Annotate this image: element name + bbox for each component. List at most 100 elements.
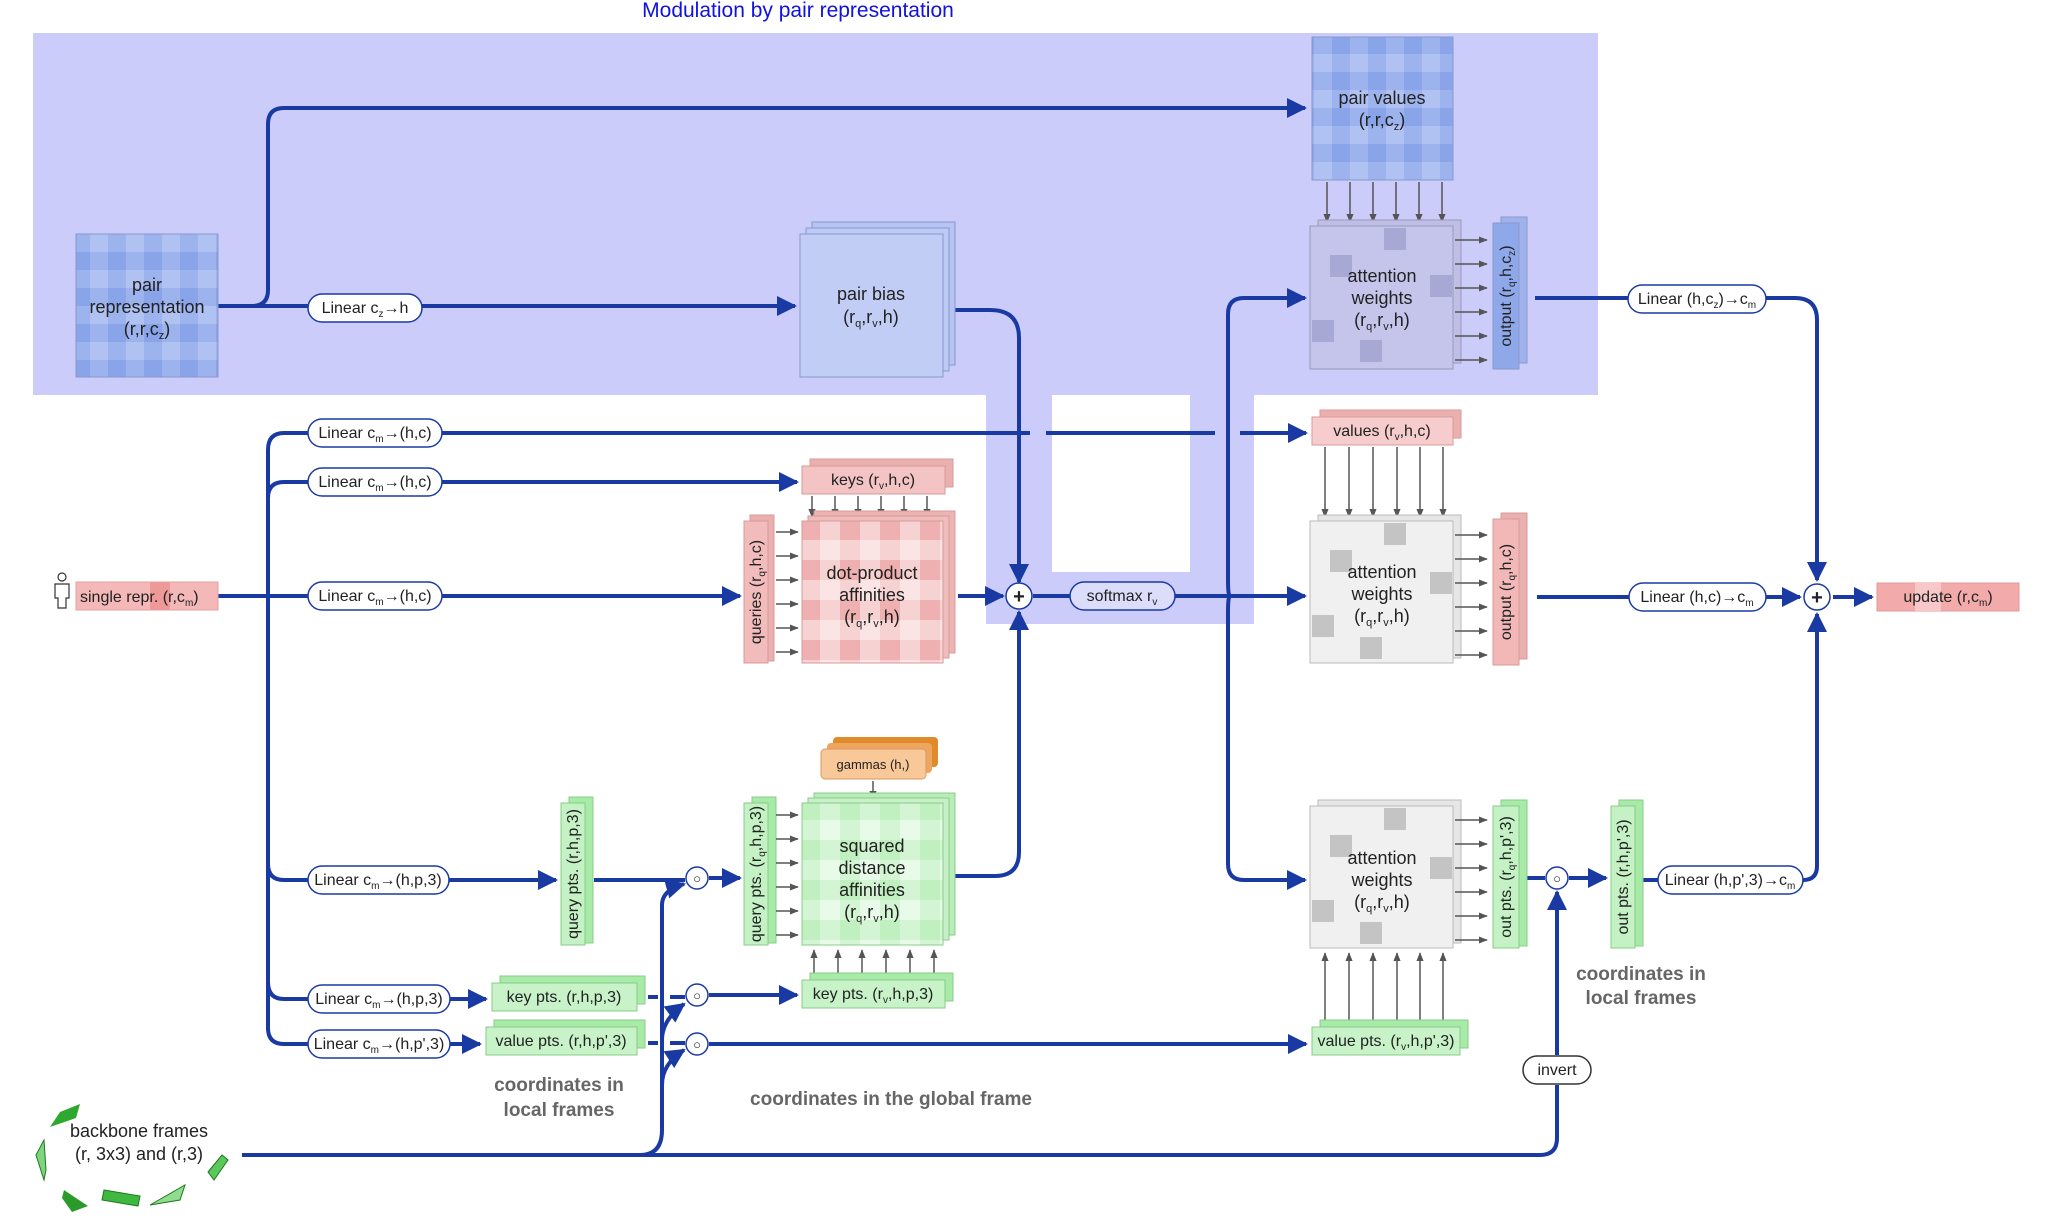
note-local-frames-right: coordinates in [1576,964,1706,985]
linear-scalar-out-pill[interactable]: Linear (h,c)→cm [1628,582,1767,612]
value-pts-local-box: value pts. (r,h,p',3) [485,1019,646,1056]
svg-text:(rq,rv,h): (rq,rv,h) [1354,606,1410,629]
svg-text:○: ○ [693,1037,701,1052]
svg-text:weights: weights [1350,870,1412,890]
svg-text:Linear cm→(h,p,3): Linear cm→(h,p,3) [314,872,442,892]
svg-text:dot-product: dot-product [826,563,917,583]
backbone-label-2: (r, 3x3) and (r,3) [75,1144,203,1164]
svg-text:output (rq,h,cz): output (rq,h,cz) [1498,245,1518,346]
svg-text:Linear cm→(h,c): Linear cm→(h,c) [318,588,431,608]
key-pts-global-box: key pts. (rv,h,p,3) [801,972,954,1009]
query-pts-local-box: query pts. (r,h,p,3) [560,796,594,946]
svg-text:○: ○ [693,871,701,886]
linear-key-pts-pill[interactable]: Linear cm→(h,p,3) [307,984,451,1014]
svg-text:pair values: pair values [1338,88,1425,108]
svg-text:(r,r,cz): (r,r,cz) [1359,110,1406,133]
backbone-frames-icon [35,1104,229,1212]
single-repr-box: single repr. (r,cm) [75,581,219,611]
queries-arrows [776,528,799,656]
note-local-frames-left-2: local frames [504,1100,615,1121]
linear-queries-pill[interactable]: Linear cm→(h,c) [307,581,443,611]
compose-node-query: ○ [685,866,709,890]
scalar-output-arrows [1455,531,1488,659]
keys-box: keys (rv,h,c) [801,458,954,495]
pair-output-box: output (rq,h,cz) [1492,216,1528,370]
svg-text:Linear (h,p',3)→cm: Linear (h,p',3)→cm [1665,872,1796,892]
person-icon [54,572,70,609]
point-attention-weights-box: attention weights (rq,rv,h) [1309,799,1462,949]
svg-text:attention: attention [1347,848,1416,868]
svg-text:(rq,rv,h): (rq,rv,h) [1354,310,1410,333]
svg-text:representation: representation [89,297,204,317]
svg-text:Linear cm→(h,c): Linear cm→(h,c) [318,425,431,445]
svg-text:query pts. (rq,h,p,3): query pts. (rq,h,p,3) [748,806,768,942]
svg-text:+: + [1013,586,1025,608]
query-pts-global-box: query pts. (rq,h,p,3) [743,796,777,946]
backbone-label-1: backbone frames [70,1121,208,1141]
svg-text:queries (rq,h,c): queries (rq,h,c) [748,540,768,644]
add-node-middle: + [1005,582,1033,610]
svg-text:Linear (h,c)→cm: Linear (h,c)→cm [1640,589,1753,609]
svg-text:attention: attention [1347,266,1416,286]
values-arrows [1321,447,1447,518]
svg-text:squared: squared [839,836,904,856]
svg-text:○: ○ [1553,871,1561,886]
pair-representation-box: pair representation (r,r,cz) [75,233,219,378]
gammas-box: gammas (h,) [820,737,938,800]
svg-text:values (rv,h,c): values (rv,h,c) [1333,423,1430,443]
svg-text:output (rq,h,c): output (rq,h,c) [1498,544,1518,640]
svg-text:pair bias: pair bias [837,284,905,304]
softmax-pill[interactable]: softmax rv [1069,581,1176,611]
linear-keys-pill[interactable]: Linear cm→(h,c) [307,467,443,497]
svg-text:○: ○ [693,988,701,1003]
svg-text:(rq,rv,h): (rq,rv,h) [844,607,900,630]
squared-distance-affinities-box: squared distance affinities (rq,rv,h) [801,792,956,946]
svg-text:attention: attention [1347,562,1416,582]
compose-node-key: ○ [685,983,709,1007]
svg-text:(rq,rv,h): (rq,rv,h) [844,902,900,925]
flow-lines [218,98,1874,1157]
note-local-frames-left: coordinates in [494,1075,624,1096]
svg-text:affinities: affinities [839,880,905,900]
queries-box: queries (rq,h,c) [743,514,775,664]
linear-pair-out-pill[interactable]: Linear (h,cz)→cm [1627,284,1767,314]
linear-pair-bias-pill[interactable]: Linear cz→h [307,293,423,323]
update-box: update (r,cm) [1876,582,2020,612]
svg-text:affinities: affinities [839,585,905,605]
compose-node-out: ○ [1545,866,1569,890]
svg-text:(r,r,cz): (r,r,cz) [124,319,171,342]
pair-output-arrows [1455,236,1488,364]
linear-values-pill[interactable]: Linear cm→(h,c) [307,418,443,448]
svg-text:update (r,cm): update (r,cm) [1903,589,1992,609]
dot-product-affinities-box: dot-product affinities (rq,rv,h) [801,510,956,664]
value-pts-arrows [1321,952,1447,1027]
svg-text:(rq,rv,h): (rq,rv,h) [1354,892,1410,915]
svg-text:value pts. (rv,h,p',3): value pts. (rv,h,p',3) [1317,1033,1454,1053]
svg-text:invert: invert [1537,1062,1577,1079]
svg-text:query pts. (r,h,p,3): query pts. (r,h,p,3) [565,809,582,939]
svg-text:distance: distance [838,858,905,878]
svg-text:pair: pair [132,275,162,295]
compose-node-value: ○ [685,1032,709,1056]
note-local-frames-right-2: local frames [1586,988,1697,1009]
svg-text:key pts. (rv,h,p,3): key pts. (rv,h,p,3) [813,986,934,1006]
svg-text:keys (rv,h,c): keys (rv,h,c) [831,472,915,492]
invert-pill[interactable]: invert [1522,1055,1592,1085]
modulation-title: Modulation by pair representation [642,0,954,22]
svg-text:Linear cz→h: Linear cz→h [322,300,409,320]
svg-text:out pts. (r,h,p',3): out pts. (r,h,p',3) [1615,819,1632,934]
svg-text:single repr. (r,cm): single repr. (r,cm) [80,589,199,609]
out-pts-global-box: out pts. (rq,h,p',3) [1492,799,1528,949]
svg-text:+: + [1811,587,1823,609]
linear-point-out-pill[interactable]: Linear (h,p',3)→cm [1657,865,1804,895]
linear-query-pts-pill[interactable]: Linear cm→(h,p,3) [307,865,450,895]
pair-values-box: pair values (r,r,cz) [1311,36,1454,181]
point-output-arrows [1455,816,1488,944]
note-global-frame: coordinates in the global frame [750,1089,1032,1110]
pair-attention-weights-box: attention weights (rq,rv,h) [1309,219,1462,370]
svg-text:Linear (h,cz)→cm: Linear (h,cz)→cm [1638,291,1756,311]
svg-text:key pts. (r,h,p,3): key pts. (r,h,p,3) [507,989,622,1006]
svg-text:Linear cm→(h,c): Linear cm→(h,c) [318,474,431,494]
linear-value-pts-pill[interactable]: Linear cm→(h,p',3) [307,1029,451,1059]
